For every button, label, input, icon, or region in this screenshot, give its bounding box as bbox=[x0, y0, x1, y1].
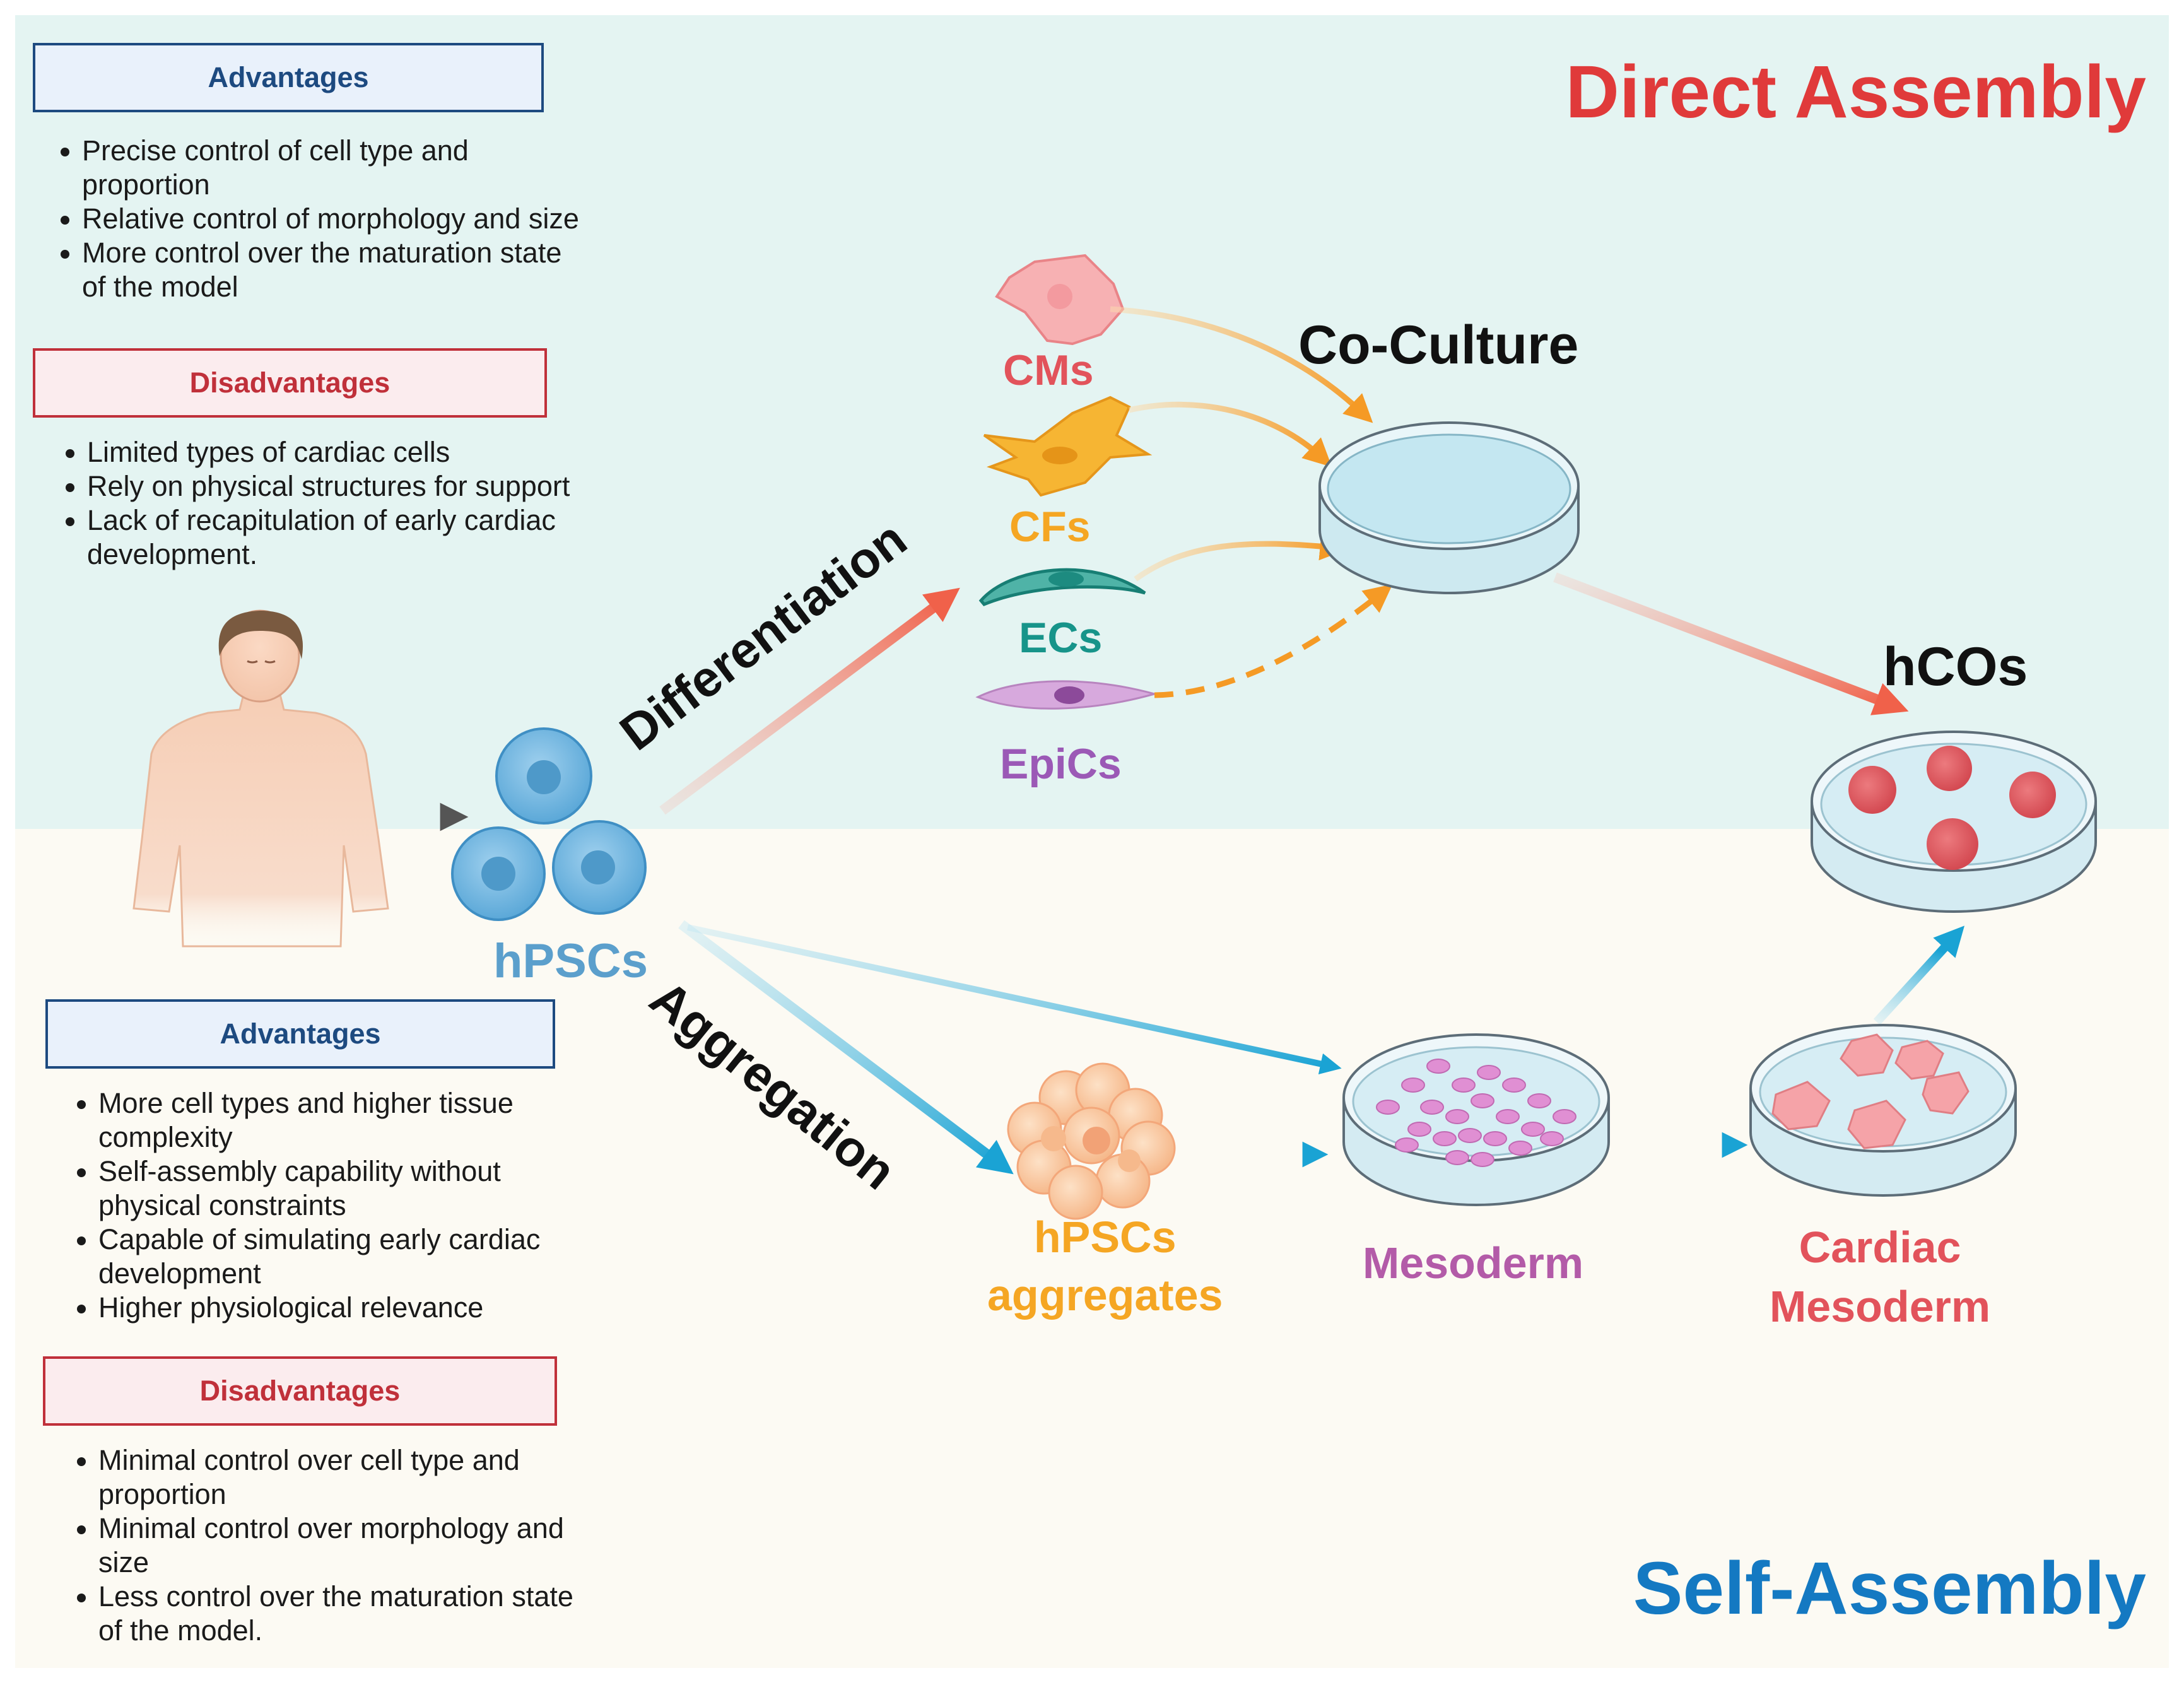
epics-to-coculture-arrow bbox=[1154, 584, 1393, 698]
organoid-icon bbox=[1811, 731, 2097, 913]
list-item: Precise control of cell type and proport… bbox=[82, 134, 587, 202]
direct-advantages-header: Advantages bbox=[33, 43, 544, 112]
direct-advantages-header-text: Advantages bbox=[208, 61, 369, 93]
cms-label: CMs bbox=[1003, 346, 1094, 394]
human-figure-icon bbox=[132, 609, 389, 948]
list-item: Capable of simulating early cardiac deve… bbox=[98, 1223, 603, 1291]
direct-disadvantages-list: Limited types of cardiac cells Rely on p… bbox=[38, 435, 592, 572]
list-item: Self-assembly capability without physica… bbox=[98, 1154, 603, 1223]
aggregation-arrow bbox=[678, 920, 1014, 1175]
direct-assembly-title: Direct Assembly bbox=[1565, 50, 2146, 134]
direct-disadvantages-header-text: Disadvantages bbox=[189, 367, 390, 399]
cardiac-to-hcos-arrow bbox=[1873, 925, 1965, 1025]
petri-dish-icon bbox=[1342, 1033, 1610, 1206]
self-advantages-header-text: Advantages bbox=[220, 1018, 381, 1050]
list-item: Less control over the maturation state o… bbox=[98, 1580, 603, 1648]
cardiomyocyte-icon bbox=[995, 254, 1125, 346]
self-disadvantages-header: Disadvantages bbox=[43, 1356, 557, 1426]
list-item: Minimal control over cell type and propo… bbox=[98, 1443, 603, 1512]
cardiac-mesoderm-label: Cardiac Mesoderm bbox=[1770, 1218, 1990, 1336]
hpscs-aggregates-line2: aggregates bbox=[987, 1271, 1223, 1320]
ecs-to-coculture-arrow bbox=[1134, 532, 1349, 582]
cms-to-coculture-arrow bbox=[1110, 306, 1373, 423]
direct-disadvantages-header: Disadvantages bbox=[33, 348, 547, 418]
direct-advantages-list: Precise control of cell type and proport… bbox=[33, 134, 587, 304]
ecs-label: ECs bbox=[1019, 614, 1103, 662]
hpscs-label: hPSCs bbox=[493, 934, 648, 988]
cardiac-mesoderm-line1: Cardiac bbox=[1799, 1223, 1961, 1272]
hcos-label: hCOs bbox=[1883, 637, 2028, 697]
petri-dish-icon bbox=[1749, 1024, 2017, 1197]
differentiation-arrow bbox=[659, 587, 960, 815]
list-item: Relative control of morphology and size bbox=[82, 202, 587, 236]
self-advantages-list: More cell types and higher tissue comple… bbox=[49, 1086, 603, 1325]
list-item: Lack of recapitulation of early cardiac … bbox=[87, 503, 592, 572]
cfs-to-coculture-arrow bbox=[1129, 401, 1332, 467]
stem-cell-icon bbox=[451, 727, 647, 921]
hpscs-aggregates-label: hPSCs aggregates bbox=[987, 1208, 1223, 1324]
self-disadvantages-header-text: Disadvantages bbox=[199, 1375, 401, 1407]
list-item: Limited types of cardiac cells bbox=[87, 435, 592, 469]
hpscs-aggregates-line1: hPSCs bbox=[1033, 1212, 1177, 1262]
mesoderm-label: Mesoderm bbox=[1363, 1238, 1584, 1288]
cardiac-mesoderm-line2: Mesoderm bbox=[1770, 1282, 1991, 1331]
list-item: Higher physiological relevance bbox=[98, 1291, 603, 1325]
cfs-label: CFs bbox=[1009, 503, 1091, 551]
self-assembly-region bbox=[15, 829, 2169, 1668]
self-disadvantages-list: Minimal control over cell type and propo… bbox=[49, 1443, 603, 1648]
epicardial-cell-icon bbox=[975, 680, 1158, 710]
co-culture-label: Co-Culture bbox=[1298, 315, 1579, 375]
fibroblast-icon bbox=[983, 396, 1153, 497]
hpscs-to-mesoderm-arrow bbox=[686, 924, 1342, 1075]
list-item: Minimal control over morphology and size bbox=[98, 1512, 603, 1580]
list-item: More cell types and higher tissue comple… bbox=[98, 1086, 603, 1154]
list-item: More control over the maturation state o… bbox=[82, 236, 587, 304]
coculture-to-hcos-arrow bbox=[1553, 572, 1909, 715]
endothelial-cell-icon bbox=[978, 568, 1146, 607]
petri-dish-icon bbox=[1318, 421, 1580, 594]
cell-aggregate-icon bbox=[1007, 1062, 1176, 1220]
self-advantages-header: Advantages bbox=[45, 999, 555, 1069]
self-assembly-title: Self-Assembly bbox=[1633, 1547, 2146, 1630]
epics-label: EpiCs bbox=[1000, 740, 1122, 788]
list-item: Rely on physical structures for support bbox=[87, 469, 592, 503]
